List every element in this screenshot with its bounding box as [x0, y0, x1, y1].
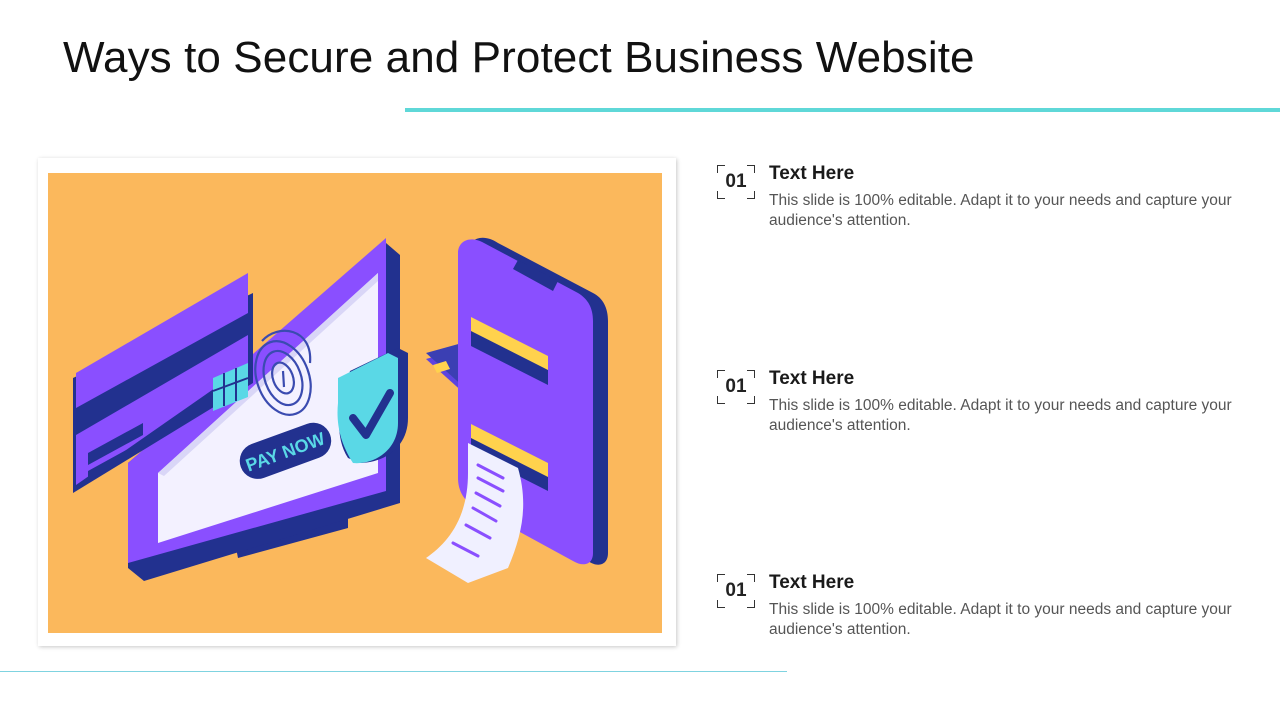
- credit-card-icon: [73, 273, 253, 493]
- point-heading: Text Here: [769, 572, 855, 593]
- card-chip-icon: [213, 363, 248, 411]
- point-item-2: 01 Text Here This slide is 100% editable…: [717, 368, 1257, 450]
- point-body: This slide is 100% editable. Adapt it to…: [769, 397, 1232, 434]
- title-accent-line: [405, 108, 1280, 112]
- slide-title: Ways to Secure and Protect Business Webs…: [63, 33, 975, 82]
- point-number-badge: 01: [717, 370, 755, 404]
- point-number-badge: 01: [717, 574, 755, 608]
- footer-accent-line: [0, 671, 787, 672]
- point-heading: Text Here: [769, 163, 855, 184]
- shield-check-icon: [337, 348, 408, 464]
- receipt-icon: [426, 443, 524, 583]
- point-item-3: 01 Text Here This slide is 100% editable…: [717, 572, 1257, 654]
- point-number: 01: [725, 580, 747, 601]
- point-body: This slide is 100% editable. Adapt it to…: [769, 601, 1232, 638]
- illustration-card: PAY NOW: [38, 158, 676, 646]
- point-number-badge: 01: [717, 165, 755, 199]
- point-number: 01: [725, 376, 747, 397]
- point-number: 01: [725, 171, 747, 192]
- point-body: This slide is 100% editable. Adapt it to…: [769, 192, 1232, 229]
- point-item-1: 01 Text Here This slide is 100% editable…: [717, 163, 1257, 245]
- online-payment-security-illustration: PAY NOW: [48, 173, 662, 633]
- fingerprint-icon: [254, 329, 312, 416]
- monitor-icon: [128, 238, 400, 581]
- point-heading: Text Here: [769, 368, 855, 389]
